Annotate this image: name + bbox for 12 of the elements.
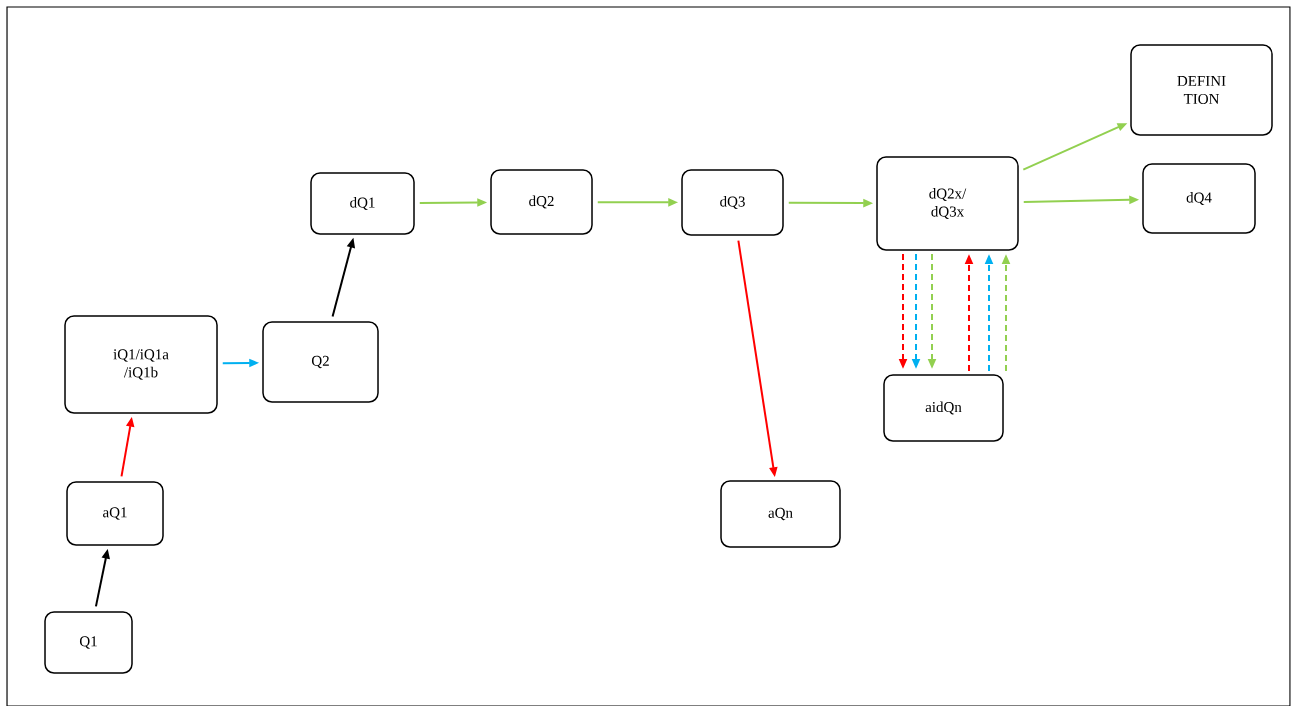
process-box: DEFINI TION — [1130, 44, 1273, 136]
process-box: dQ3 — [681, 169, 784, 236]
process-box: Q2 — [262, 321, 379, 403]
process-box: dQ2x/ dQ3x — [876, 156, 1019, 251]
process-box: dQ1 — [310, 172, 415, 235]
process-box: aidQn — [883, 374, 1004, 442]
process-box: Q1 — [44, 611, 133, 674]
process-box: dQ4 — [1142, 163, 1256, 234]
process-box: dQ2 — [490, 169, 593, 235]
process-box: aQn — [720, 480, 841, 548]
process-box: aQ1 — [66, 481, 164, 546]
process-box: iQ1/iQ1a /iQ1b — [64, 315, 218, 414]
